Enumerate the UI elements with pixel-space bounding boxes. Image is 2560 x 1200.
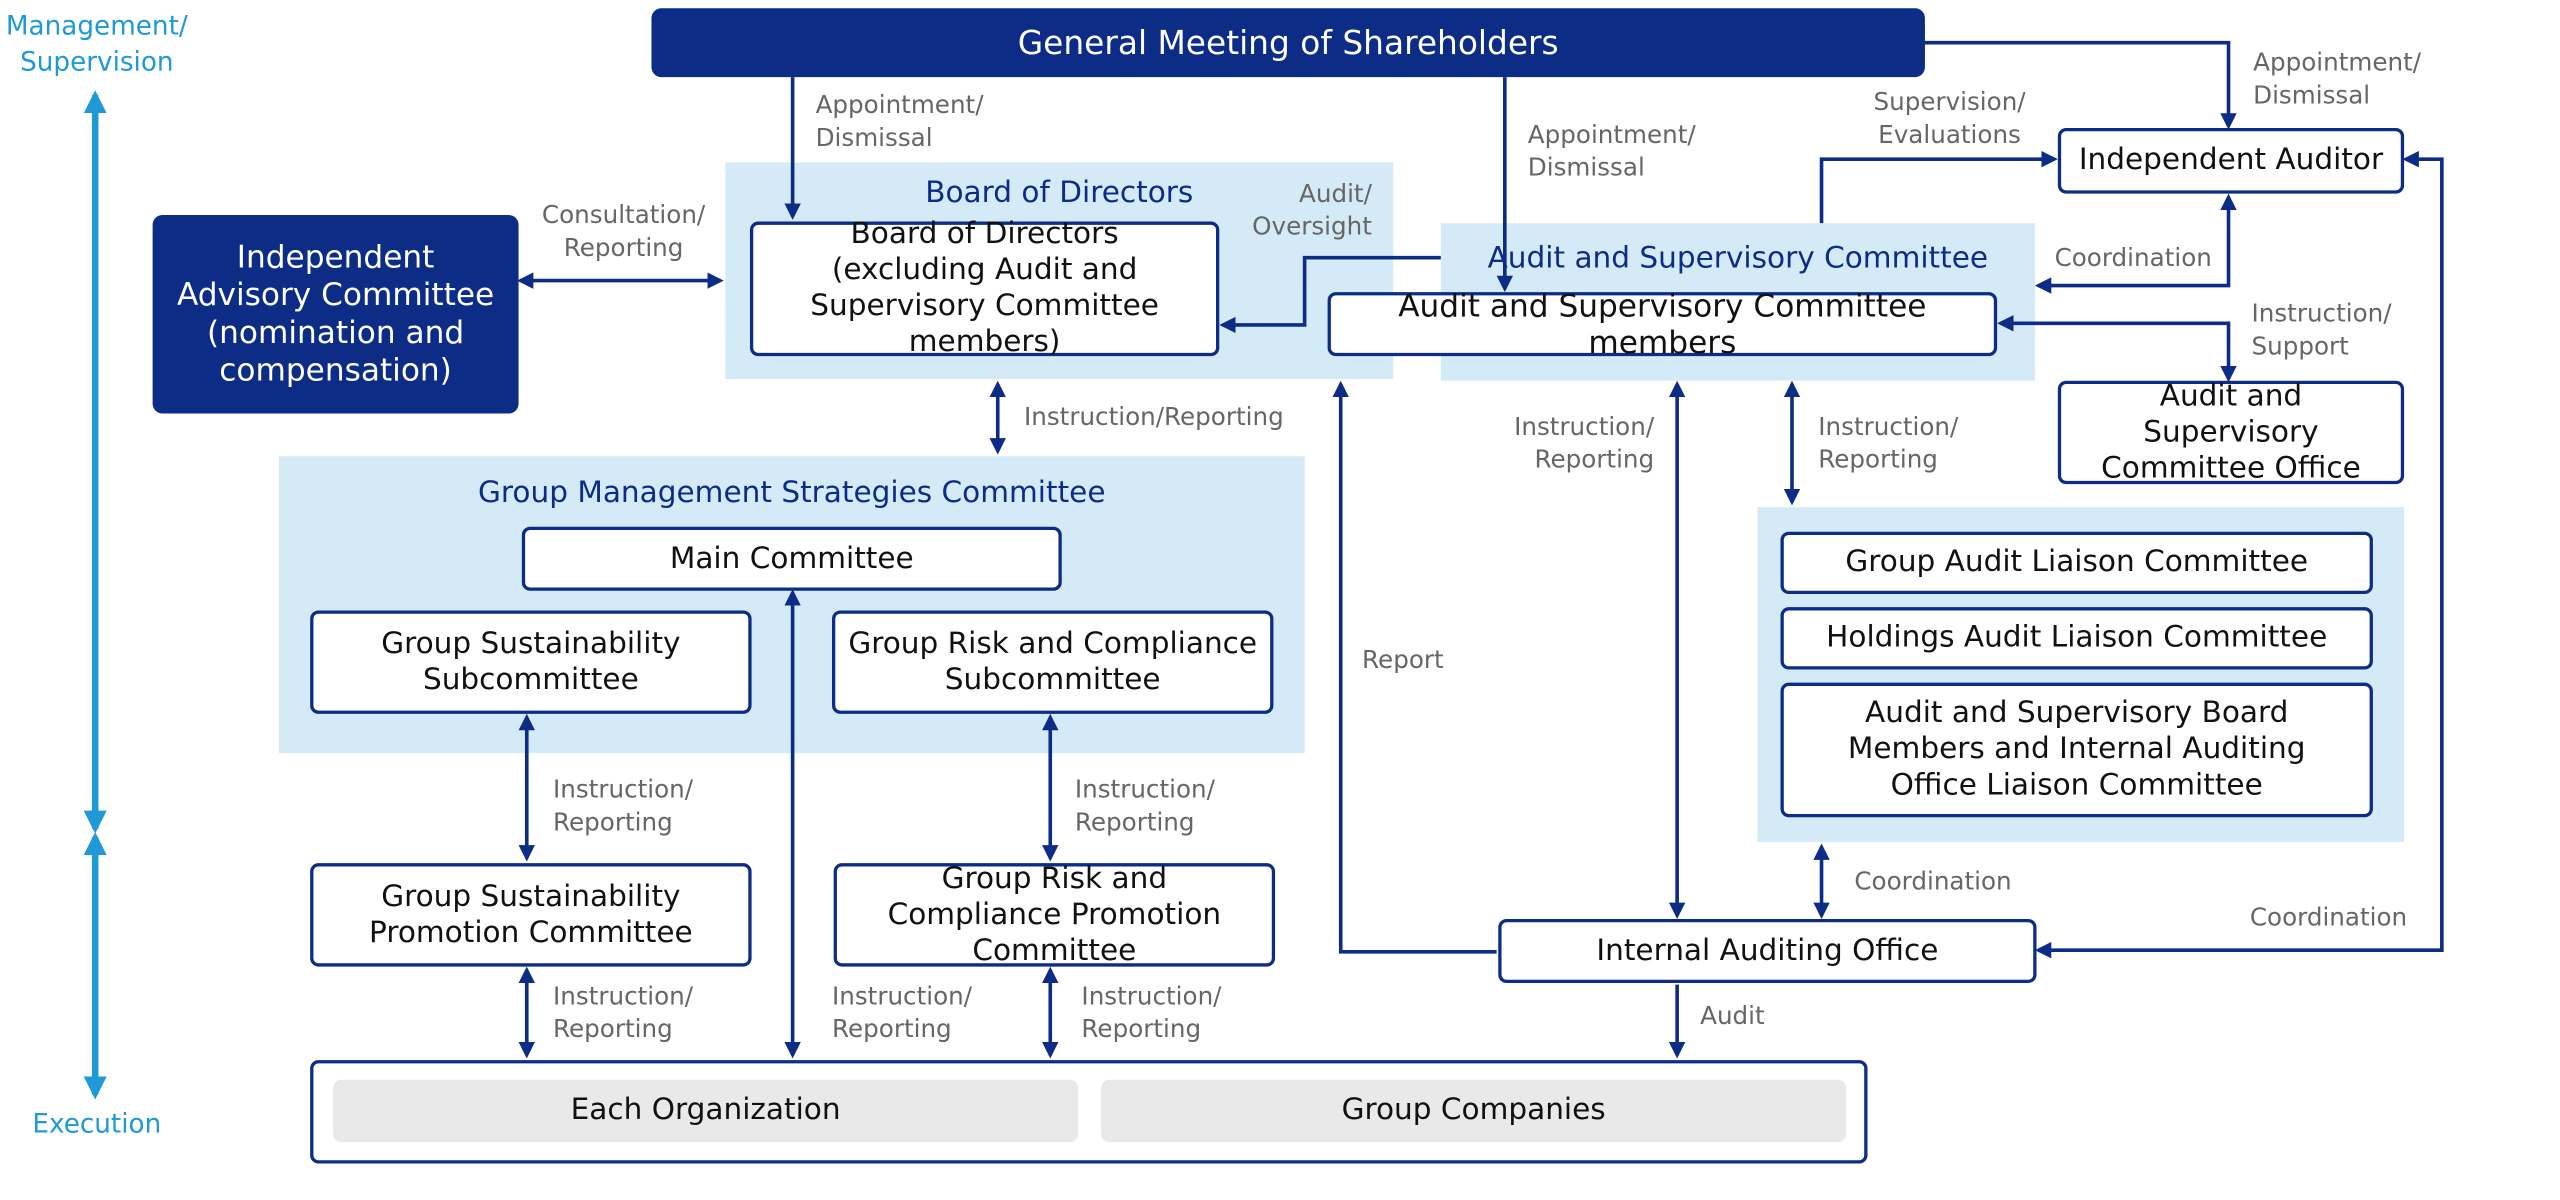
arrow-supervision-evaluations	[1819, 150, 2058, 224]
internal-auditing-office-label: Internal Auditing Office	[1596, 932, 1939, 968]
group-companies-label: Group Companies	[1341, 1092, 1606, 1128]
label-instruction-reporting-sust: Instruction/ Reporting	[553, 774, 694, 837]
independent-auditor-box: Independent Auditor	[2057, 128, 2405, 194]
holdings-audit-liaison-box: Holdings Audit Liaison Committee	[1780, 607, 2373, 670]
arrow-instruction-support	[1997, 315, 2237, 383]
label-instruction-support: Instruction/ Support	[2251, 298, 2392, 362]
advisory-committee-label: Independent Advisory Committee (nominati…	[176, 238, 495, 389]
arrow-coordination-iao	[2034, 150, 2444, 959]
management-supervision-label: Management/ Supervision	[5, 9, 188, 78]
asc-zone-title: Audit and Supervisory Committee	[1487, 241, 1989, 276]
arrow-report	[1332, 380, 1497, 954]
asc-members-box: Audit and Supervisory Committee members	[1327, 288, 1998, 360]
main-committee-box: Main Committee	[521, 526, 1062, 591]
board-excluding-label: Board of Directors (excluding Audit and …	[810, 216, 1159, 360]
execution-organizations-box: Each Organization Group Companies	[310, 1060, 1868, 1164]
sustainability-subcommittee-box: Group Sustainability Subcommittee	[310, 610, 752, 714]
arrow-audit-oversight	[1219, 255, 1441, 334]
arrow-appointment-auditor	[1923, 40, 2237, 130]
internal-auditing-office-box: Internal Auditing Office	[1498, 918, 2037, 983]
asc-office-box: Audit and Supervisory Committee Office	[2057, 378, 2405, 485]
group-audit-liaison-box: Group Audit Liaison Committee	[1780, 531, 2373, 595]
holdings-audit-liaison-label: Holdings Audit Liaison Committee	[1826, 620, 2328, 655]
risk-promotion-box: Group Risk and Compliance Promotion Comm…	[833, 860, 1276, 968]
gmsc-zone-title: Group Management Strategies Committee	[478, 475, 1106, 511]
label-instruction-reporting-sust-org: Instruction/ Reporting	[553, 981, 694, 1044]
risk-subcommittee-box: Group Risk and Compliance Subcommittee	[832, 610, 1274, 714]
sustainability-subcommittee-label: Group Sustainability Subcommittee	[381, 626, 681, 697]
board-members-liaison-label: Audit and Supervisory Board Members and …	[1847, 695, 2306, 803]
group-audit-liaison-label: Group Audit Liaison Committee	[1845, 544, 2309, 580]
label-instruction-reporting-main-org: Instruction/ Reporting	[832, 981, 973, 1044]
label-supervision-evaluations: Supervision/ Evaluations	[1873, 86, 2026, 150]
board-members-liaison-box: Audit and Supervisory Board Members and …	[1780, 682, 2373, 818]
label-report: Report	[1362, 644, 1444, 675]
risk-promotion-label: Group Risk and Compliance Promotion Comm…	[887, 860, 1222, 968]
board-zone-title: Board of Directors	[925, 175, 1194, 211]
label-instruction-reporting-risk: Instruction/ Reporting	[1074, 774, 1215, 837]
label-instruction-reporting-risk-org: Instruction/ Reporting	[1081, 981, 1222, 1044]
label-instruction-reporting-iao: Instruction/ Reporting	[1514, 411, 1655, 475]
each-organization-cell: Each Organization	[333, 1079, 1079, 1143]
main-committee-label: Main Committee	[669, 540, 914, 576]
label-coordination-auditor: Coordination	[2054, 242, 2212, 273]
general-meeting-label: General Meeting of Shareholders	[1017, 22, 1559, 63]
each-organization-label: Each Organization	[570, 1092, 841, 1128]
asc-members-label: Audit and Supervisory Committee members	[1398, 288, 1927, 361]
risk-subcommittee-label: Group Risk and Compliance Subcommittee	[848, 626, 1258, 697]
label-coordination-iao: Coordination	[2249, 902, 2408, 933]
sustainability-promotion-box: Group Sustainability Promotion Committee	[310, 863, 752, 967]
label-audit-oversight: Audit/ Oversight	[1252, 178, 1372, 242]
advisory-committee-box: Independent Advisory Committee (nominati…	[152, 214, 519, 414]
general-meeting-box: General Meeting of Shareholders	[651, 8, 1925, 78]
group-companies-cell: Group Companies	[1101, 1079, 1847, 1143]
label-instruction-reporting-liaison: Instruction/ Reporting	[1818, 411, 1959, 475]
asc-office-label: Audit and Supervisory Committee Office	[2101, 378, 2361, 485]
label-consultation-reporting: Consultation/ Reporting	[541, 200, 706, 263]
label-appointment-board: Appointment/ Dismissal	[815, 90, 984, 153]
label-audit: Audit	[1700, 1001, 1765, 1031]
label-appointment-asc: Appointment/ Dismissal	[1527, 119, 1696, 183]
independent-auditor-label: Independent Auditor	[2078, 142, 2384, 178]
label-coordination-liaison: Coordination	[1854, 866, 2012, 896]
label-appointment-auditor: Appointment/ Dismissal	[2253, 47, 2422, 110]
sustainability-promotion-label: Group Sustainability Promotion Committee	[369, 878, 693, 950]
label-instruction-reporting-board: Instruction/Reporting	[1024, 402, 1284, 432]
execution-label: Execution	[32, 1107, 162, 1139]
board-excluding-box: Board of Directors (excluding Audit and …	[749, 217, 1220, 359]
